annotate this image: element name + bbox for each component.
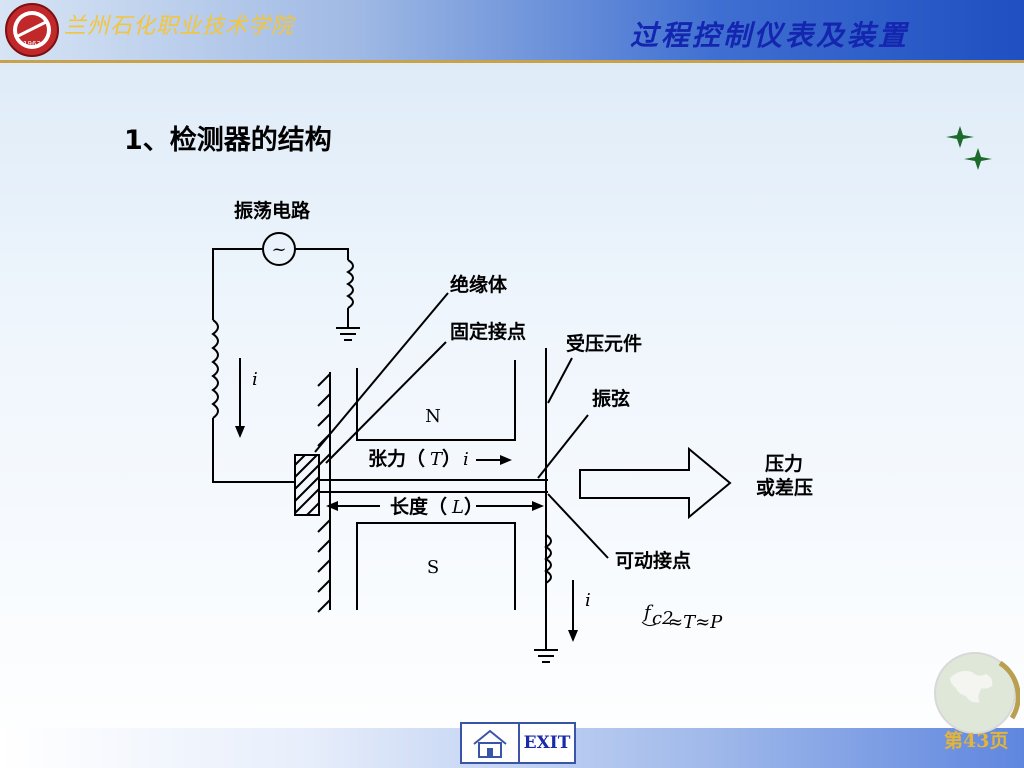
fixed-contact-leader [325, 341, 447, 464]
right-coil [346, 259, 354, 309]
magnet-north-label: N [425, 406, 441, 427]
string-label: 振弦 [592, 387, 630, 410]
current-label-left: i [252, 369, 258, 390]
magnet-south-label: S [427, 557, 439, 578]
tension-symbol: T [430, 449, 444, 470]
exit-button[interactable]: EXIT [523, 733, 571, 753]
formula-subscript: c2 [652, 608, 674, 629]
length-label: 长度（ [390, 495, 447, 518]
movable-contact-leader [547, 493, 609, 559]
sparkle-stars-icon [946, 126, 992, 170]
vibrating-wire-sensor-diagram: 振荡电路 ~ i N S 张力（ T ） i 长度（ L ） 绝缘体 固定接点 … [211, 199, 813, 663]
formula-rest: ≈T≈P [668, 612, 723, 633]
pressure-element-leader [547, 357, 573, 404]
oscillator-tilde: ~ [271, 239, 286, 260]
school-logo-icon: 1963 [5, 3, 59, 57]
magnet-north [356, 360, 516, 441]
home-icon [473, 729, 507, 758]
slide-title: 1、检测器的结构 [124, 125, 332, 156]
left-wire-bottom [212, 418, 295, 483]
oscillator-label: 振荡电路 [234, 199, 311, 222]
length-symbol: L [451, 497, 464, 518]
tension-close: ） [442, 447, 461, 470]
pressure-element-label: 受压元件 [566, 332, 642, 355]
left-coil [211, 319, 219, 419]
magnet-south [356, 522, 516, 610]
current-label-right: i [585, 590, 591, 611]
nav-box: EXIT [460, 722, 576, 764]
tension-label: 张力（ [368, 447, 425, 470]
pressure-arrow-icon [579, 446, 732, 520]
insulator-leader [314, 292, 449, 453]
globe-icon [934, 652, 1020, 734]
insulator-label: 绝缘体 [450, 273, 508, 296]
tension-current: i [463, 449, 469, 470]
ground-bottom-icon [534, 635, 558, 663]
movable-contact-label: 可动接点 [615, 550, 691, 572]
header-bar: 1963 兰州石化职业技术学院 过程控制仪表及装置 [0, 0, 1024, 60]
pressure-label-line2: 或差压 [756, 476, 813, 499]
fixed-contact-label: 固定接点 [450, 320, 526, 343]
pressure-label-line1: 压力 [765, 452, 803, 475]
home-button[interactable] [462, 724, 520, 762]
course-title: 过程控制仪表及装置 [630, 19, 910, 52]
left-wire-top [212, 248, 263, 320]
ground-top-icon [336, 308, 360, 341]
formula-underline [641, 621, 657, 627]
clamp-hatch [294, 454, 320, 516]
right-wire-top [295, 248, 349, 260]
logo-year: 1963 [23, 40, 41, 48]
school-name: 兰州石化职业技术学院 [64, 14, 295, 39]
header-divider [0, 60, 1024, 63]
right-lower-coil [544, 534, 552, 584]
length-close: ） [464, 495, 483, 518]
page-number: 第43页 [944, 730, 1009, 752]
string-leader [537, 414, 589, 479]
vibrating-wire [319, 479, 548, 493]
